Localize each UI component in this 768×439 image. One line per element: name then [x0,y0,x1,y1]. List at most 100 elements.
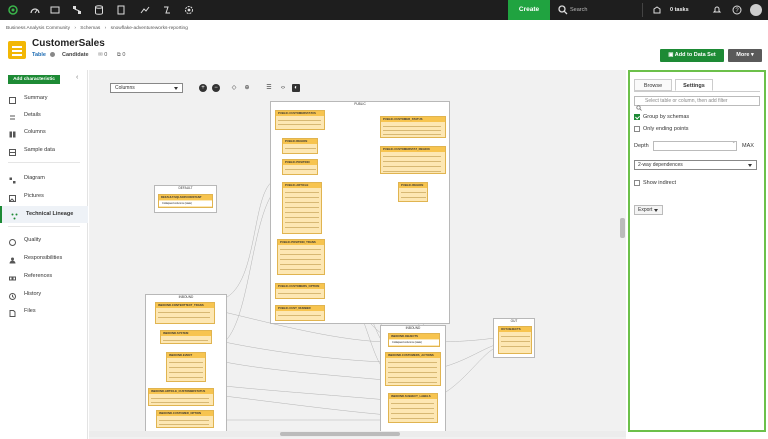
schema-group-label: INBOUND [405,326,421,330]
lineage-icon [11,211,18,220]
lineage-table-node[interactable]: INBOUND.CONTENTTEXT_TRANS [155,302,215,324]
sidebar-item-quality[interactable]: Quality [0,232,88,249]
lineage-table-node[interactable]: DEFAULT.SQLSOP.CONSTANT Collapsed column… [158,194,213,208]
table-column-filter-input[interactable] [634,96,760,106]
schema-group-label: OUT [510,319,518,323]
fit-to-screen-icon[interactable]: ◇ [231,85,237,91]
table-node-title: INBOUND.CONTENTTEXT_TRANS [156,303,214,308]
zoom-in-icon[interactable]: + [199,84,207,92]
lineage-table-node[interactable]: PUBLIC.CUSTOMER_STATUS [380,116,446,138]
add-to-dataset-button[interactable]: ▣ Add to Data Set [660,49,724,62]
lineage-table-node[interactable]: PUBLIC.CUST_NUMBER [275,305,325,321]
lineage-table-node[interactable]: INBOUND.SYSTEM [160,330,212,344]
collapsed-columns-note: Collapsed columns (state) [389,340,439,345]
links-count: 0 [122,52,126,58]
lineage-table-node[interactable]: INBOUND.CUSTOMER_OPTION [156,410,214,428]
workflow-icon[interactable] [160,3,174,17]
vertical-scrollbar[interactable] [620,218,625,238]
tab-browse[interactable]: Browse [634,79,672,91]
sidebar-item-technical-lineage[interactable]: Technical Lineage [0,206,88,223]
group-by-schemas-checkbox[interactable] [634,114,640,120]
sidebar-item-history[interactable]: History [0,286,88,303]
tasks-icon[interactable] [650,3,664,17]
lineage-table-node[interactable]: PUBLIC.POSITION [282,159,318,175]
tasks-count[interactable]: 0 tasks [670,7,689,13]
lineage-table-node[interactable]: INBOUND.EVENT [166,352,206,382]
tab-settings[interactable]: Settings [675,79,713,91]
lineage-icon[interactable] [138,3,152,17]
create-button[interactable]: Create [508,0,550,20]
breadcrumb-community[interactable]: Business Analysis Community [6,26,70,31]
only-ending-points-checkbox[interactable] [634,126,640,132]
sidebar-item-label: Responsibilities [24,255,63,261]
document-icon[interactable] [114,3,128,17]
comments-icon[interactable]: ✉ [98,52,103,58]
logo-icon[interactable] [6,3,20,17]
depth-input[interactable] [653,141,737,151]
lineage-table-node[interactable]: PUBLIC.REGION [398,182,428,202]
more-button[interactable]: More ▾ [728,49,762,62]
view-mode-select[interactable]: Columns [110,83,183,93]
sidebar-item-references[interactable]: References [0,268,88,285]
zoom-out-icon[interactable]: − [212,84,220,92]
info-icon[interactable] [49,52,55,58]
horizontal-scrollbar[interactable] [280,432,400,436]
export-dropdown[interactable]: Export [634,205,663,215]
summary-icon [9,95,16,104]
lineage-table-node[interactable]: PUBLIC.CUSTOMERSTAT_REGION [380,146,446,174]
sidebar-item-responsibilities[interactable]: Responsibilities [0,250,88,267]
show-indirect-label: Show indirect [643,180,677,186]
lineage-table-node[interactable]: PUBLIC.POSITION_TRANS [277,239,325,275]
lineage-table-node[interactable]: INBOUND.SUBJECT_LABELS [388,393,438,423]
lineage-table-node[interactable]: INBOUND.CUSTOMERS_ACTIONS [385,352,441,386]
settings-gear-icon[interactable] [182,3,196,17]
sidebar-item-summary[interactable]: Summary [0,90,88,107]
sidebar-item-sample-data[interactable]: Sample data [0,142,88,159]
diagram-icon [9,175,16,184]
collapse-sidebar-icon[interactable]: ‹ [76,74,79,81]
help-icon[interactable]: ? [730,3,744,17]
divider [8,226,80,227]
dashboard-icon[interactable] [28,3,42,17]
notifications-icon[interactable] [710,3,724,17]
lineage-table-node[interactable]: PUBLIC.CUSTOMERSTATUS [275,110,325,130]
lineage-table-node[interactable]: OUT.OBJECTS [498,326,532,354]
sidebar-item-files[interactable]: Files [0,303,88,320]
lineage-table-node[interactable]: PUBLIC.CUSTOMERS_OPTION [275,283,325,299]
links-icon[interactable]: ⧉ [116,52,121,58]
show-indirect-checkbox[interactable] [634,180,640,186]
folder-icon[interactable] [48,3,62,17]
center-icon[interactable]: ⊕ [244,85,250,91]
list-view-icon[interactable]: ☰ [266,85,272,91]
table-node-title: PUBLIC.CUST_NUMBER [276,306,324,311]
user-avatar[interactable] [750,4,762,16]
add-characteristic-button[interactable]: Add characteristic [8,75,60,84]
asset-type[interactable]: Table [32,52,46,58]
lineage-table-node[interactable]: INBOUND.OBJECTS Collapsed columns (state… [388,333,440,347]
lineage-table-node[interactable]: PUBLIC.ARTICLE [282,182,322,234]
picture-icon [9,193,16,202]
table-node-title: INBOUND.SYSTEM [161,331,211,336]
dependencies-select[interactable]: 2-way dependences [634,160,757,170]
sidebar-item-diagram[interactable]: Diagram [0,170,88,187]
layout-icon[interactable]: ◐ [292,84,300,92]
table-node-title: INBOUND.SUBJECT_LABELS [389,394,437,399]
asset-status[interactable]: Candidate [62,52,89,58]
table-node-title: PUBLIC.CUSTOMERSTATUS [276,111,324,116]
lineage-table-node[interactable]: INBOUND.ARTICLE_CUSTOMERSTATUS [148,388,214,406]
stepper-icon[interactable]: ⌃ [732,141,736,146]
sidebar-item-pictures[interactable]: Pictures [0,188,88,205]
table-node-title: PUBLIC.CUSTOMER_STATUS [381,117,445,122]
sidebar-item-details[interactable]: Details [0,107,88,124]
global-search-input[interactable] [570,5,638,15]
hierarchy-icon[interactable] [70,3,84,17]
breadcrumb-schemas[interactable]: Schemas [80,26,101,31]
columns-icon [9,129,16,138]
breadcrumb-source[interactable]: snowflake-adventureworks-reporting [110,26,188,31]
code-icon[interactable]: ‹› [281,85,285,91]
database-icon[interactable] [92,3,106,17]
table-node-title: PUBLIC.CUSTOMERSTAT_REGION [381,147,445,152]
lineage-table-node[interactable]: PUBLIC.REGION [282,138,318,154]
sidebar-item-columns[interactable]: Columns [0,124,88,141]
search-icon [556,3,570,17]
